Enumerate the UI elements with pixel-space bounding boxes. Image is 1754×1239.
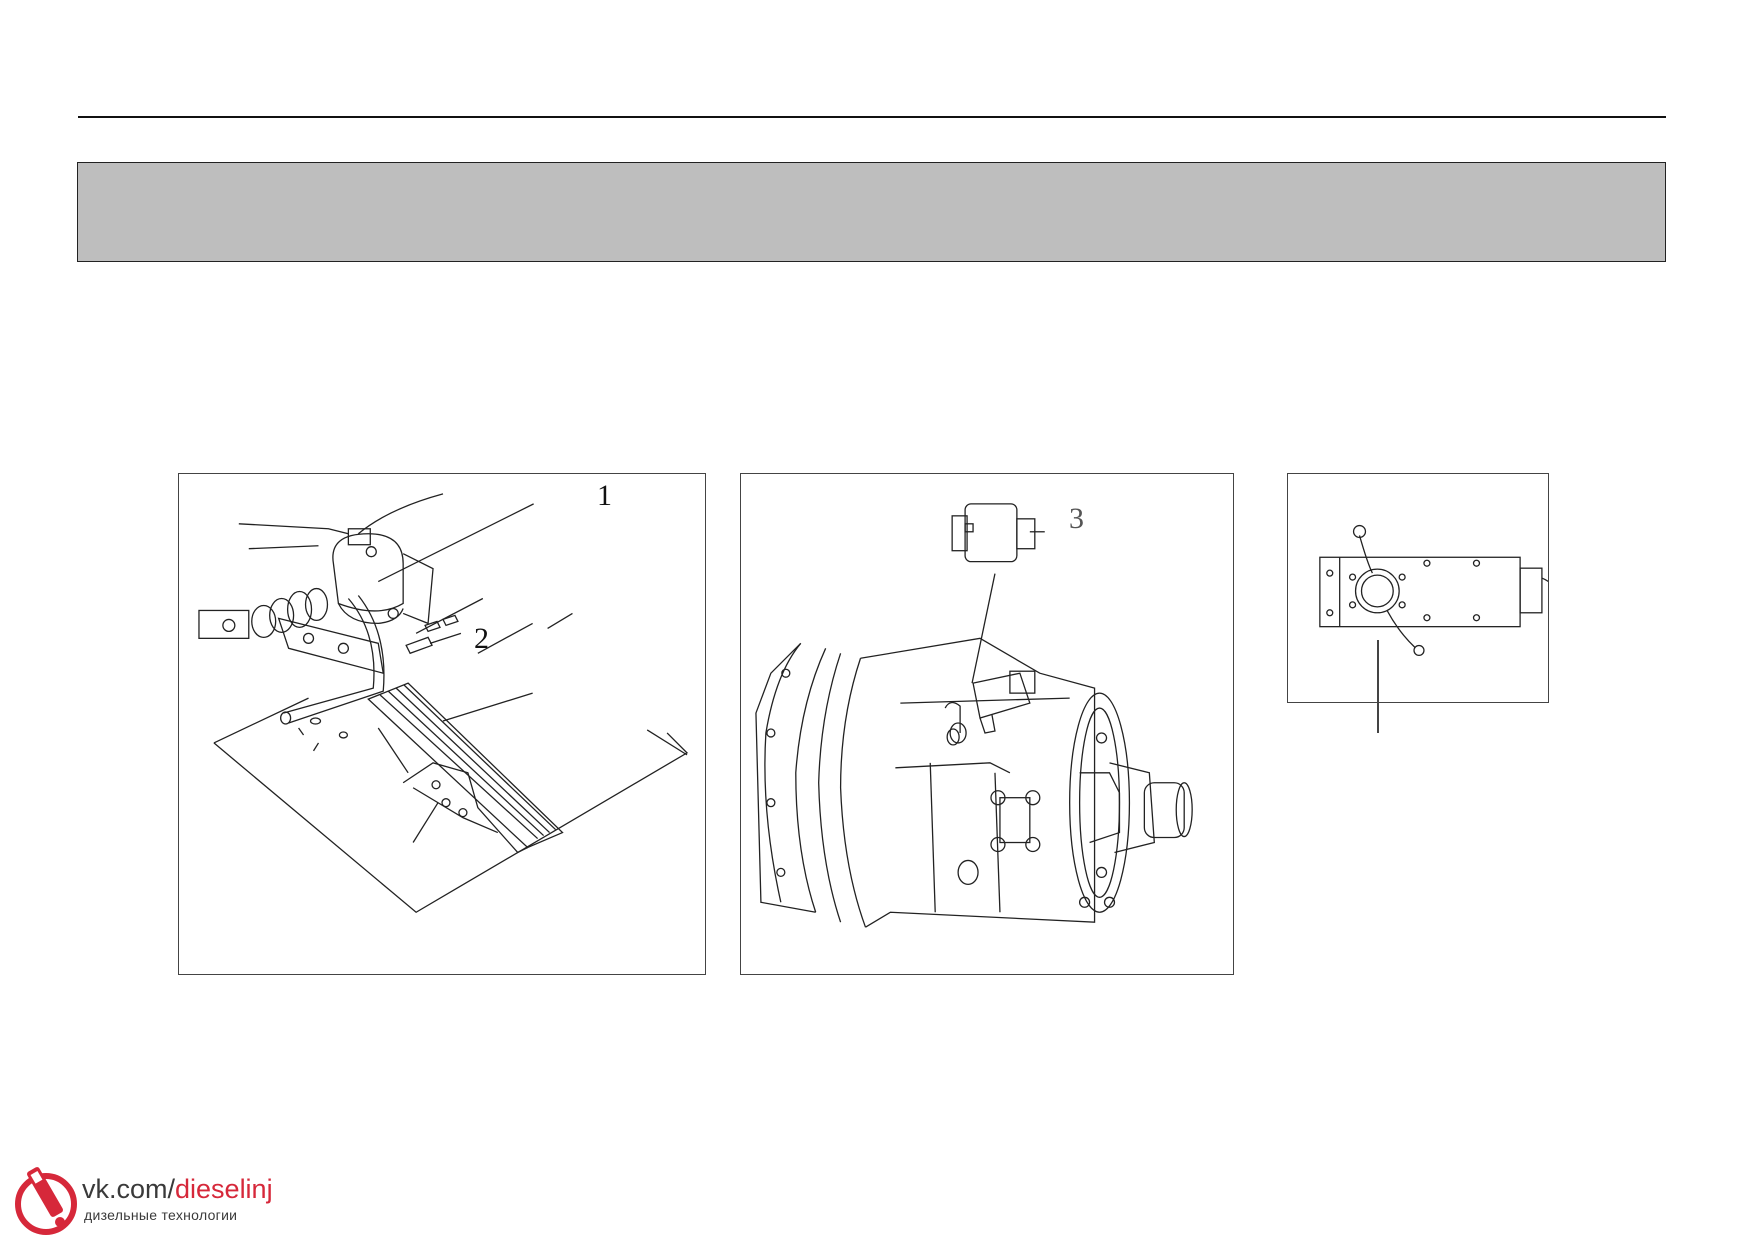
callout-2: 2	[474, 622, 489, 655]
figure-transmission: 3	[740, 473, 1234, 975]
figure-3-leader-line	[1377, 640, 1379, 733]
accelerator-pedal-drawing	[198, 493, 689, 914]
callout-1: 1	[597, 479, 612, 512]
watermark-subtitle: дизельные технологии	[84, 1207, 238, 1223]
section-title-banner	[77, 162, 1666, 262]
transmission-drawing	[755, 503, 1193, 928]
watermark-url-prefix: vk.com/	[82, 1174, 176, 1204]
figure-switch-plate	[1287, 473, 1549, 703]
switch-plate-drawing	[1319, 524, 1548, 657]
watermark-url: vk.com/dieselinj	[82, 1174, 273, 1205]
injector-logo-icon	[15, 1167, 77, 1235]
watermark-url-suffix: dieselinj	[175, 1174, 273, 1204]
figure-accelerator-pedal: 1 2	[178, 473, 706, 975]
watermark: vk.com/dieselinj дизельные технологии	[12, 1160, 312, 1235]
header-rule	[78, 116, 1666, 118]
callout-3: 3	[1069, 502, 1084, 535]
